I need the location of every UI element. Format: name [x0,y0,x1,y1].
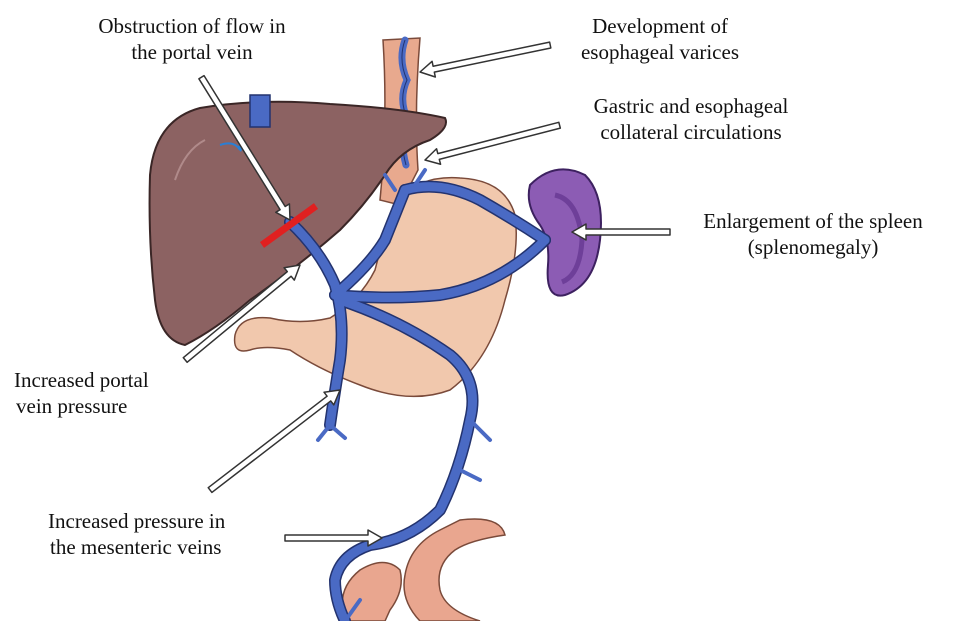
label-collateral-line1: Gastric and esophageal [566,93,816,119]
label-obstruction: Obstruction of flow in the portal vein [72,13,312,65]
arrow-varices [418,37,551,80]
label-portal-pressure-line2: vein pressure [14,393,194,419]
label-mesenteric-line1: Increased pressure in [48,508,288,534]
arrow-mesenteric-upper [205,384,345,497]
label-mesenteric-line2: the mesenteric veins [48,534,288,560]
label-varices: Development of esophageal varices [555,13,765,65]
label-portal-pressure: Increased portal vein pressure [14,367,194,419]
label-spleen-line1: Enlargement of the spleen [678,208,948,234]
label-spleen-line2: (splenomegaly) [678,234,948,260]
label-portal-pressure-line1: Increased portal [14,367,194,393]
label-varices-line2: esophageal varices [555,39,765,65]
label-obstruction-line2: the portal vein [72,39,312,65]
label-spleen: Enlargement of the spleen (splenomegaly) [678,208,948,260]
label-varices-line1: Development of [555,13,765,39]
label-obstruction-line1: Obstruction of flow in [72,13,312,39]
vena-cava [250,95,270,127]
label-collateral: Gastric and esophageal collateral circul… [566,93,816,145]
label-collateral-line2: collateral circulations [566,119,816,145]
arrow-spleen [572,224,670,240]
label-mesenteric: Increased pressure in the mesenteric vei… [48,508,288,560]
arrow-mesenteric-lower [285,530,382,546]
